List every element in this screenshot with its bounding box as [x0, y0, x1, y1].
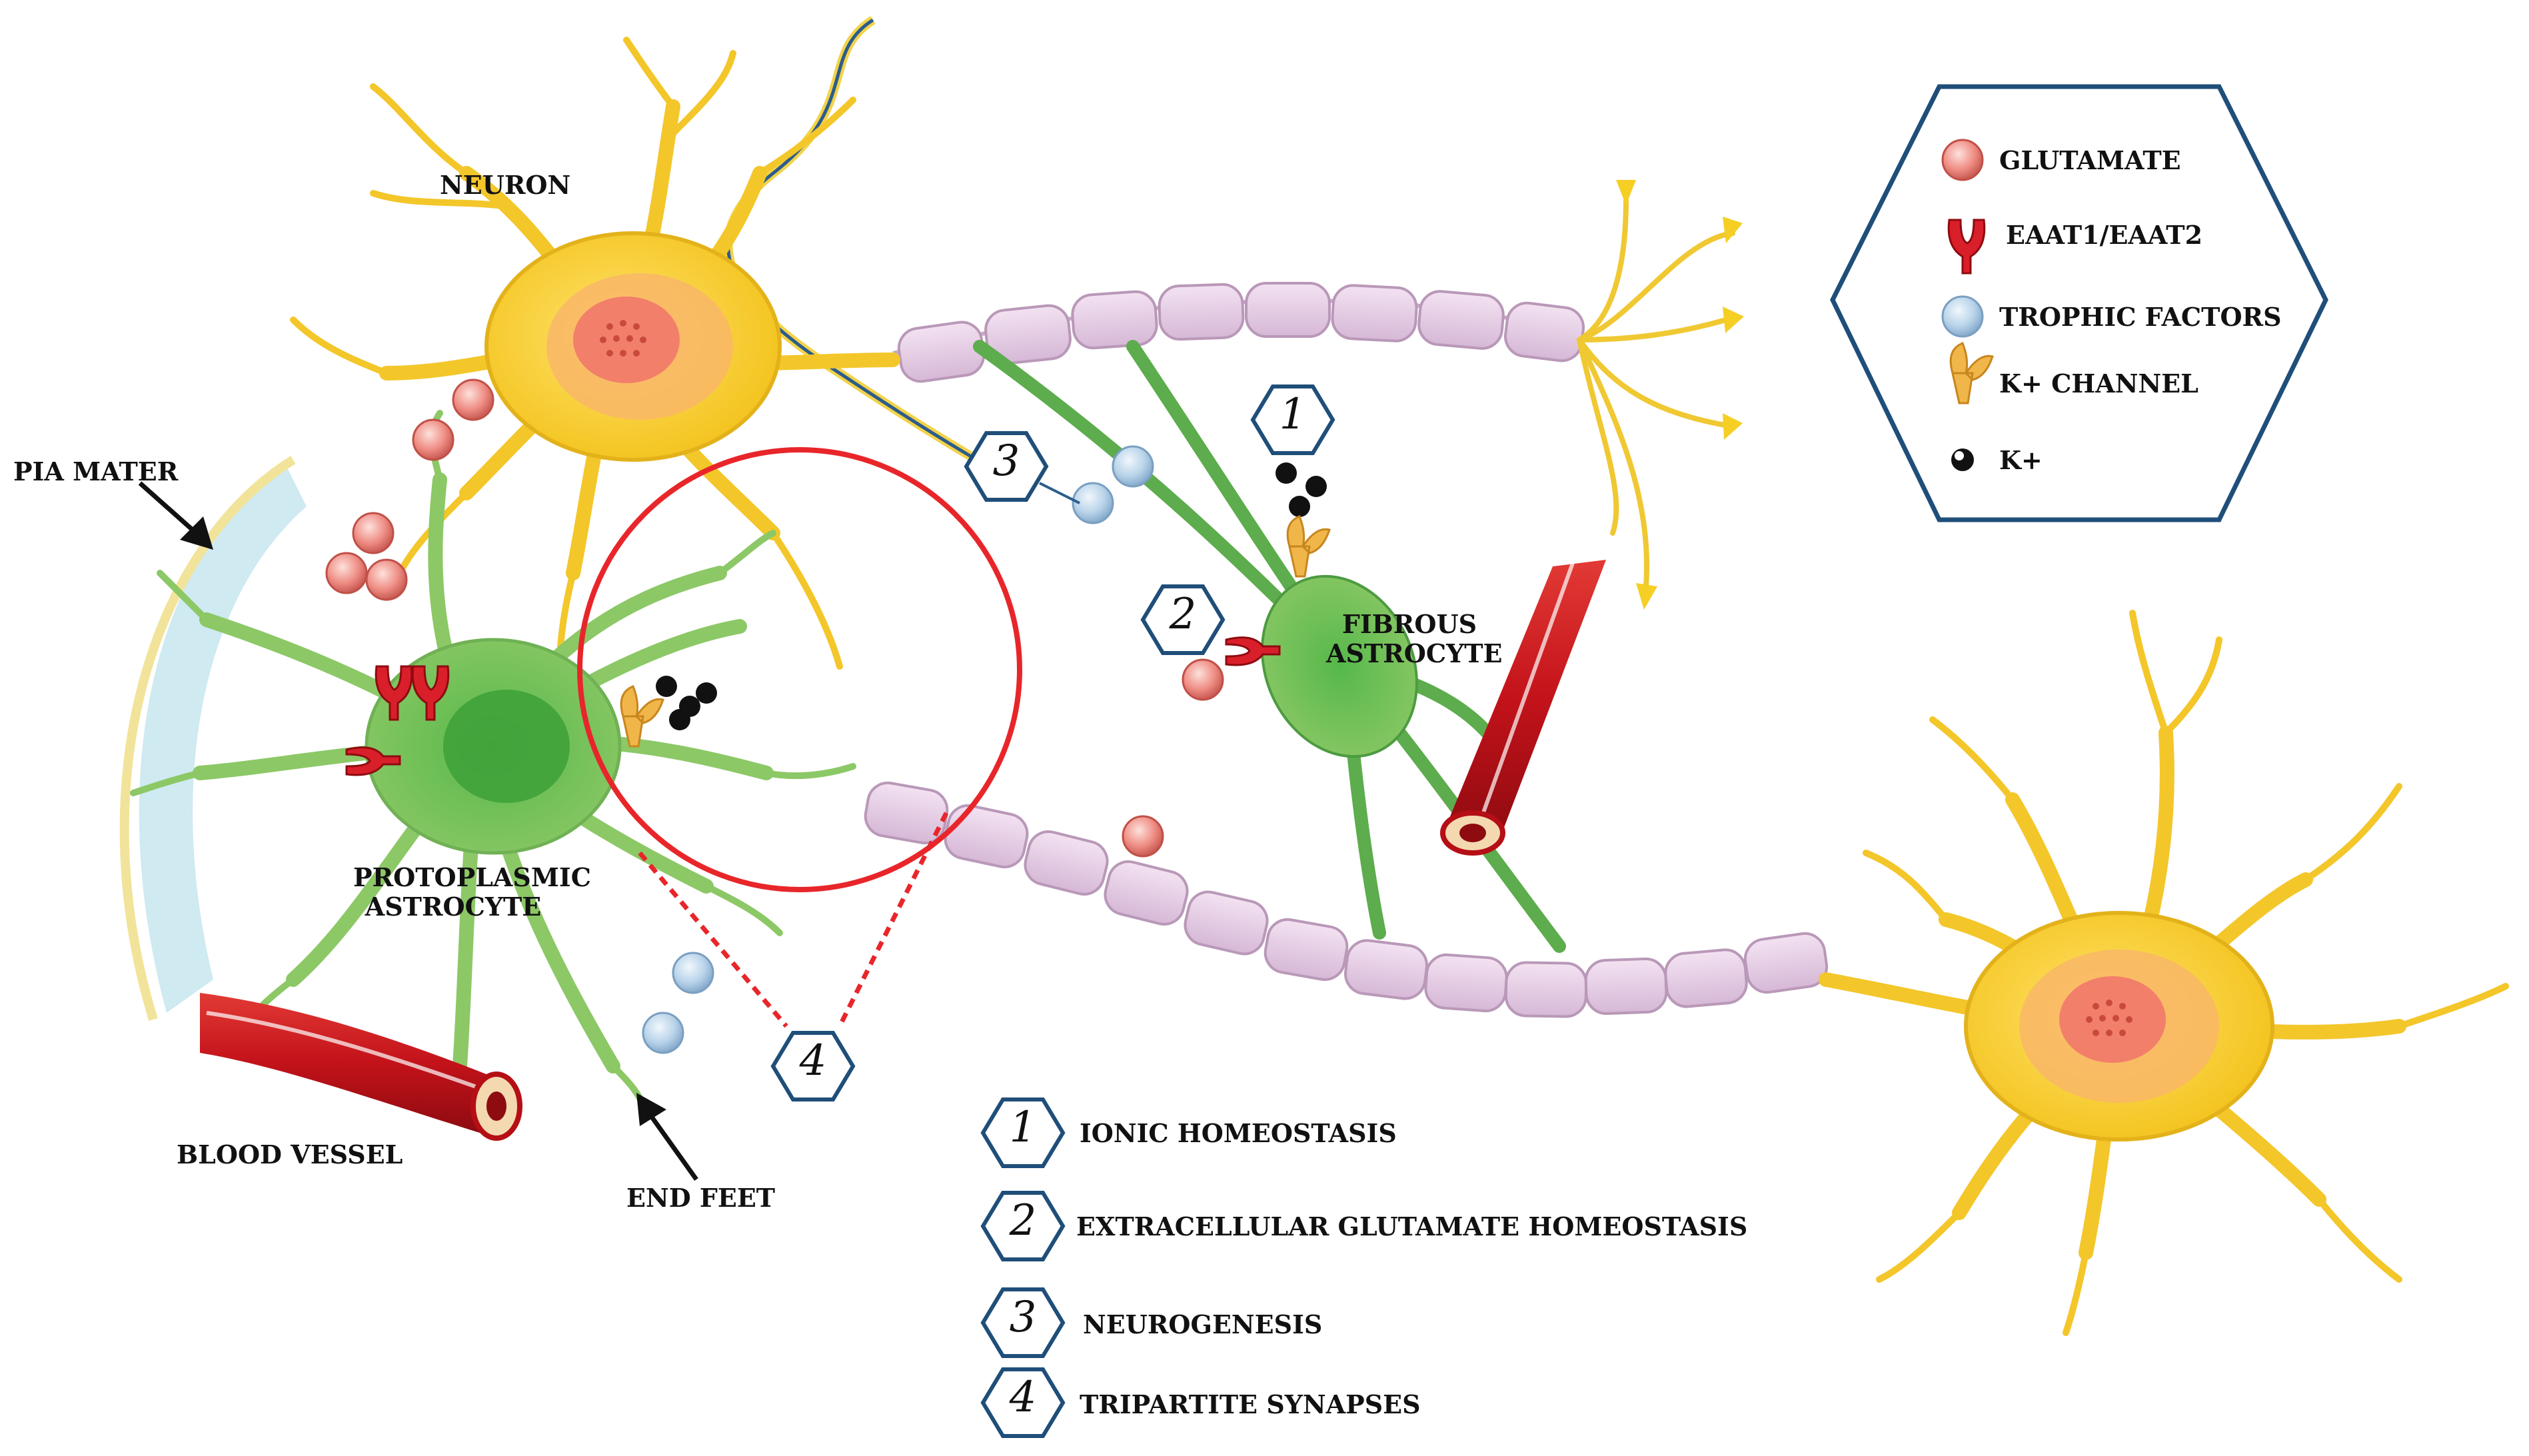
- function-4-number: 4: [1009, 1373, 1037, 1422]
- eaat-transporters: [345, 636, 1281, 776]
- legend-k-ion-icon: [1951, 448, 1974, 471]
- function-2-label: EXTRACELLULAR GLUTAMATE HOMEOSTASIS: [1076, 1211, 1748, 1241]
- highlight-connector: [638, 812, 949, 1028]
- marker-2-number: 2: [1169, 590, 1197, 639]
- fibrous-label-line1: FIBROUS: [1341, 609, 1477, 639]
- fibrous-astrocyte-label: FIBROUS ASTROCYTE: [1326, 609, 1503, 668]
- end-feet-arrow: [636, 1093, 698, 1181]
- function-hex-4: [980, 1367, 1066, 1438]
- function-4-label: TRIPARTITE SYNAPSES: [1080, 1389, 1421, 1419]
- function-2-number: 2: [1009, 1196, 1037, 1245]
- glutamate-particles: [325, 378, 1224, 858]
- marker-4-number: 4: [799, 1036, 827, 1086]
- neuron-label: NEURON: [440, 170, 571, 200]
- legend-eaat-label: EAAT1/EAAT2: [2006, 220, 2203, 250]
- neuron-lower: [1819, 610, 2509, 1336]
- marker-1-number: 1: [1279, 390, 1307, 439]
- legend-panel: [1830, 84, 2328, 522]
- protoplasmic-label-line2: ASTROCYTE: [365, 891, 542, 922]
- blood-vessel-left: [200, 993, 522, 1141]
- trophic-factor-particles: [642, 445, 1154, 1054]
- protoplasmic-astrocyte-label: PROTOPLASMIC ASTROCYTE: [353, 862, 591, 922]
- legend-k-channel-icon: [1949, 342, 1994, 404]
- pia-mater-arrow: [138, 481, 213, 550]
- legend-k-channel-label: K+ CHANNEL: [1999, 368, 2198, 398]
- fibrous-astrocyte: [973, 340, 1566, 953]
- axon-terminal-buttons: [1616, 180, 1744, 610]
- function-3-number: 3: [1009, 1293, 1037, 1342]
- myelin-sheath-lower: [864, 781, 1829, 1018]
- function-1-number: 1: [1009, 1103, 1037, 1152]
- function-hex-2: [980, 1191, 1066, 1261]
- protoplasmic-label-line1: PROTOPLASMIC: [353, 862, 591, 892]
- neuron-upper: [290, 37, 900, 670]
- marker-hex-2: [1140, 584, 1226, 655]
- myelin-sheath-upper: [892, 282, 1585, 383]
- function-1-label: IONIC HOMEOSTASIS: [1080, 1118, 1397, 1148]
- marker-hex-1: [1250, 384, 1335, 455]
- marker-3-number: 3: [992, 436, 1020, 486]
- axon-process: [723, 16, 1002, 478]
- pia-mater-label: PIA MATER: [13, 456, 179, 486]
- marker-hex-4: [770, 1031, 856, 1101]
- legend-glutamate-icon: [1941, 139, 1984, 181]
- axon-terminals: [1577, 197, 1735, 589]
- legend-eaat-icon: [1947, 219, 1986, 275]
- function-hex-3: [980, 1287, 1066, 1358]
- legend-k-ion-label: K+: [1999, 445, 2043, 475]
- function-hex-1: [980, 1097, 1066, 1168]
- marker-hex-3: [964, 431, 1049, 502]
- blood-vessel-label: BLOOD VESSEL: [177, 1139, 403, 1169]
- k-ions: [656, 462, 1327, 730]
- function-3-label: NEUROGENESIS: [1083, 1309, 1323, 1339]
- k-channels: [620, 515, 1331, 748]
- tripartite-synapse-highlight: [577, 447, 1022, 892]
- legend-trophic-label: TROPHIC FACTORS: [1999, 302, 2282, 332]
- pia-mater: [119, 456, 307, 1022]
- end-feet-label: END FEET: [626, 1183, 776, 1213]
- legend-trophic-icon: [1941, 295, 1984, 338]
- trophic-line: [1039, 482, 1080, 504]
- legend-glutamate-label: GLUTAMATE: [1999, 145, 2181, 175]
- blood-vessel-right: [1440, 560, 1606, 856]
- fibrous-label-line2: ASTROCYTE: [1326, 638, 1503, 668]
